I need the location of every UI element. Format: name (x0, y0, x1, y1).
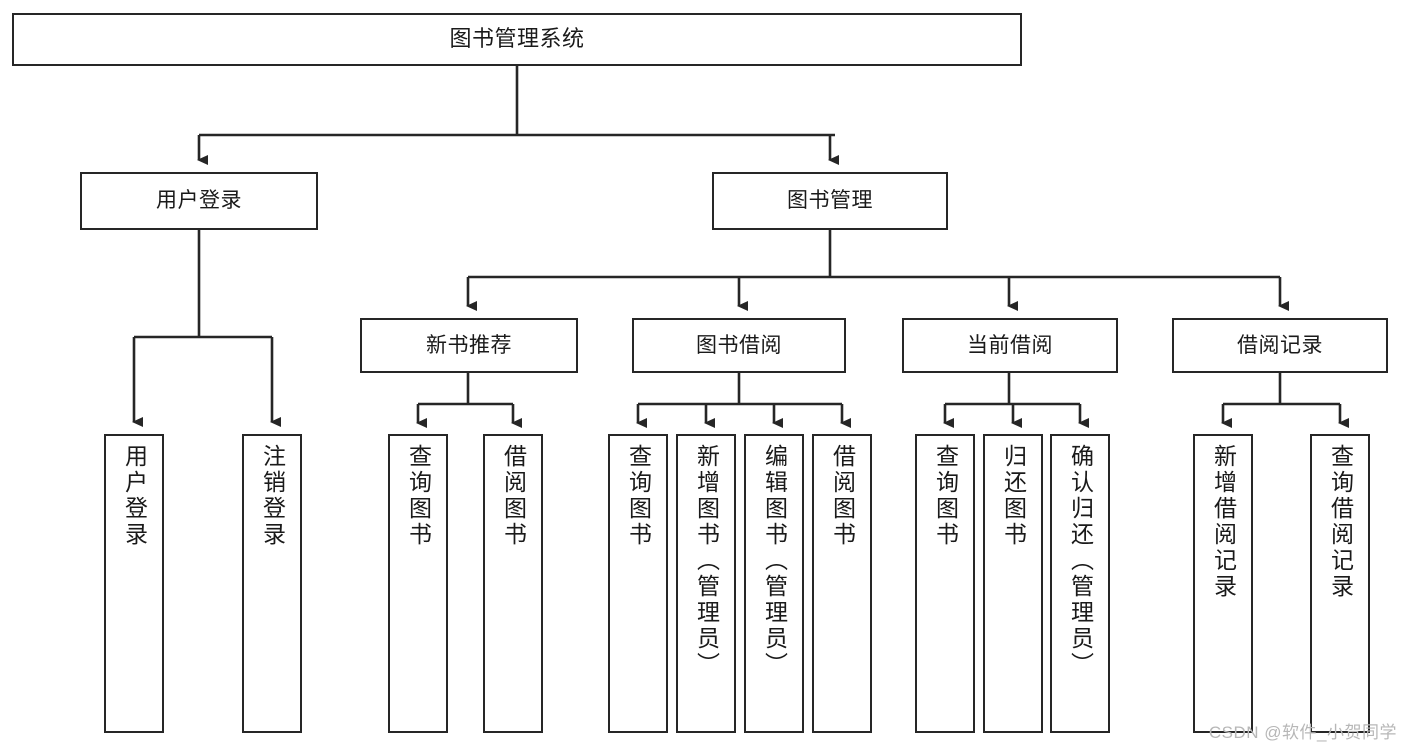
csdn-watermark: CSDN @软件_小贺同学 (1208, 723, 1397, 742)
leaf-query-book-3[interactable]: 查询图书 (915, 434, 975, 733)
leaf-query-book-2[interactable]: 查询图书 (608, 434, 668, 733)
node-label: 图书管理系统 (449, 26, 585, 52)
leaf-borrow-book-1[interactable]: 借阅图书 (483, 434, 543, 733)
node-borrow-record[interactable]: 借阅记录 (1172, 318, 1388, 373)
node-label: 查询图书 (405, 444, 432, 548)
node-label: 借阅图书 (500, 444, 527, 548)
node-label: 确认归还（管理员） (1067, 444, 1094, 678)
leaf-query-record[interactable]: 查询借阅记录 (1310, 434, 1370, 733)
node-label: 用户登录 (156, 189, 242, 213)
node-label: 注销登录 (259, 444, 286, 548)
leaf-add-book[interactable]: 新增图书（管理员） (676, 434, 736, 733)
node-label: 编辑图书（管理员） (761, 444, 788, 678)
node-label: 查询图书 (625, 444, 652, 548)
node-user-login[interactable]: 用户登录 (80, 172, 318, 230)
node-label: 当前借阅 (967, 333, 1053, 357)
node-book-manage[interactable]: 图书管理 (712, 172, 948, 230)
node-label: 借阅图书 (829, 444, 856, 548)
node-book-borrow[interactable]: 图书借阅 (632, 318, 846, 373)
node-book-management-system[interactable]: 图书管理系统 (12, 13, 1022, 66)
node-label: 图书借阅 (696, 333, 782, 357)
leaf-user-login[interactable]: 用户登录 (104, 434, 164, 733)
node-label: 新增借阅记录 (1210, 444, 1237, 600)
leaf-borrow-book-2[interactable]: 借阅图书 (812, 434, 872, 733)
node-label: 查询借阅记录 (1327, 444, 1354, 600)
node-label: 新书推荐 (426, 333, 512, 357)
leaf-query-book-1[interactable]: 查询图书 (388, 434, 448, 733)
node-current-borrow[interactable]: 当前借阅 (902, 318, 1118, 373)
leaf-confirm-return[interactable]: 确认归还（管理员） (1050, 434, 1110, 733)
leaf-user-logout[interactable]: 注销登录 (242, 434, 302, 733)
node-new-book-recommend[interactable]: 新书推荐 (360, 318, 578, 373)
leaf-add-record[interactable]: 新增借阅记录 (1193, 434, 1253, 733)
node-label: 查询图书 (932, 444, 959, 548)
node-label: 图书管理 (787, 189, 873, 213)
leaf-edit-book[interactable]: 编辑图书（管理员） (744, 434, 804, 733)
node-label: 归还图书 (1000, 444, 1027, 548)
node-label: 新增图书（管理员） (693, 444, 720, 678)
node-label: 借阅记录 (1237, 333, 1323, 357)
node-label: 用户登录 (121, 444, 148, 548)
leaf-return-book[interactable]: 归还图书 (983, 434, 1043, 733)
